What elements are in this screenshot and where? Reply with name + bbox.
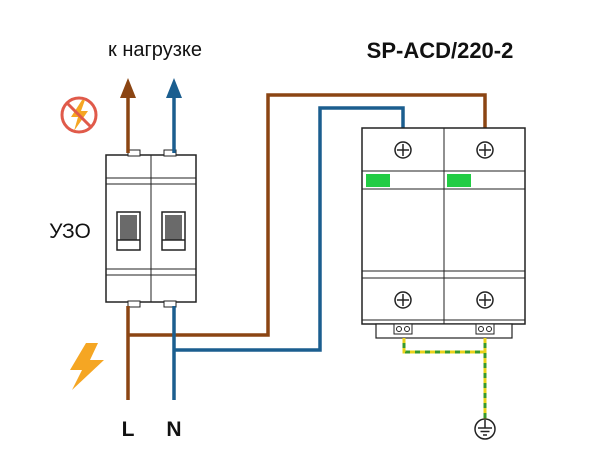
rcd-lever-right [161, 211, 186, 251]
rcd-device [105, 149, 197, 308]
rcd-lever-left [116, 211, 141, 251]
spd-device [361, 127, 526, 339]
neutral-wire [172, 98, 405, 400]
neutral-arrow [166, 78, 182, 98]
ground-wire [402, 338, 487, 420]
spd-indicator-left [366, 174, 390, 187]
screw-icon [476, 291, 494, 309]
lightning-icon [70, 343, 104, 390]
load-label: к нагрузке [108, 39, 202, 61]
no-lightning-icon [60, 96, 98, 134]
ground-terminal-right [475, 323, 495, 335]
rcd-label: УЗО [49, 220, 91, 243]
spd-indicator-right [447, 174, 471, 187]
neutral-label: N [166, 418, 181, 441]
ground-icon [474, 418, 496, 440]
screw-icon [394, 141, 412, 159]
model-title: SP-ACD/220-2 [367, 38, 514, 63]
ground-terminal-left [393, 323, 413, 335]
screw-icon [394, 291, 412, 309]
screw-icon [476, 141, 494, 159]
line-arrow [120, 78, 136, 98]
line-label: L [122, 418, 135, 441]
line-wire [126, 93, 487, 400]
